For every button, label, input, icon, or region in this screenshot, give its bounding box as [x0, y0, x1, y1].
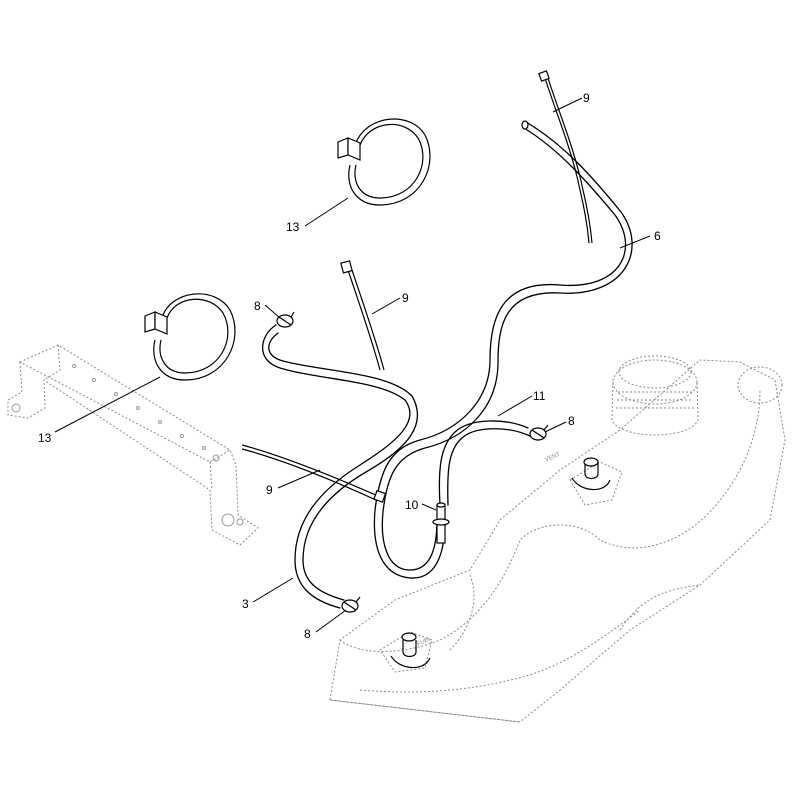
fitting-10 [432, 502, 450, 544]
callout-labels: 9 13 6 8 9 13 11 8 9 10 3 8 [38, 91, 661, 641]
hose-clamp-13-left [144, 293, 236, 381]
hose-11 [438, 420, 531, 506]
fuel-tank-ghost: VENT FUEL [329, 355, 786, 723]
tank-vent-fitting [571, 457, 611, 491]
callout-9-top: 9 [583, 91, 590, 105]
callout-9-low: 9 [266, 483, 273, 497]
tank-vent-stamp: VENT [544, 451, 561, 463]
leader-lines [54, 97, 651, 633]
callout-10: 10 [405, 498, 419, 512]
cable-tie-middle [340, 260, 385, 371]
callout-13-top: 13 [286, 220, 300, 234]
callout-8-left: 8 [254, 299, 261, 313]
hose-3 [262, 324, 418, 609]
hose-6 [373, 120, 633, 579]
callout-13-left: 13 [38, 431, 52, 445]
callout-9-mid: 9 [402, 291, 409, 305]
hose-clamp-8-left [276, 311, 295, 328]
callout-3: 3 [242, 597, 249, 611]
hose-clamp-8-bottom [341, 596, 361, 613]
callout-8-bottom: 8 [304, 627, 311, 641]
cable-tie-top [538, 70, 593, 244]
tank-outlet-fitting [390, 632, 431, 669]
callout-11: 11 [533, 389, 546, 403]
frame-bracket-ghost [7, 344, 259, 546]
callout-8-right: 8 [568, 414, 575, 428]
hose-clamp-8-right [529, 424, 549, 441]
callout-6: 6 [654, 229, 661, 243]
cable-tie-low [241, 444, 387, 503]
hose-clamp-13-top [337, 118, 431, 206]
